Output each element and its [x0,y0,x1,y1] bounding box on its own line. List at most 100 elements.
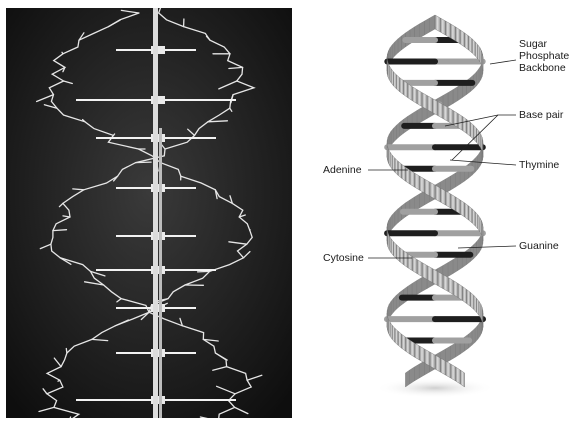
backbone-segment [389,301,391,318]
backbone-segment [463,287,467,304]
backbone-segment [469,206,473,223]
backbone-segment [440,188,445,205]
backbone-segment [425,18,430,35]
backbone-segment [402,334,406,351]
leader-guanine [458,246,516,248]
backbone-segment [477,298,479,315]
dna-helix-diagram: Sugar Phosphate Backbone Base pair Adeni… [300,0,571,423]
backbone-segment [415,173,420,190]
backbone-segment [460,200,464,217]
backbone-segment [456,367,461,384]
backbone-segment [478,322,480,339]
backbone-segment [412,257,417,274]
helix-art: Sugar Phosphate Backbone Base pair Adeni… [300,0,571,423]
backbone-segment [405,370,409,387]
backbone-segment [419,21,424,38]
backbone-segment [391,239,393,256]
backbone-segment [451,364,456,381]
backbone-segment [475,325,478,342]
backbone-segment [443,275,448,292]
backbone-segment [453,87,458,104]
backbone-segment [458,284,463,301]
backbone-segment [396,122,399,139]
backbone-segment [430,182,435,199]
backbone-segment [398,206,402,223]
backbone-segment [474,242,477,259]
backbone-segment [400,248,404,265]
backbone-segment [391,69,393,86]
leader-backbone [490,60,516,64]
backbone-segment [453,111,458,128]
backbone-segment [395,328,398,345]
backbone-segment [410,367,415,384]
backbone-segment [458,84,463,101]
backbone-segment [441,358,446,375]
backbone-segment [480,149,482,166]
backbone-segment [479,66,481,83]
label-cytosine: Cytosine [323,252,364,264]
backbone-segment [430,352,435,369]
label-thymine: Thymine [519,159,559,171]
backbone-segment [440,18,445,35]
backbone-segment [475,42,478,59]
leader-thymine [450,160,516,165]
backbone-strand-back [387,15,483,387]
backbone-segment [395,158,398,175]
backbone-segment [443,105,448,122]
backbone-segment [398,36,402,53]
backbone-segment [400,78,404,95]
backbone-segment [422,263,427,280]
backbone-segment [408,84,413,101]
backbone-segment [478,215,480,232]
backbone-segment [435,15,440,32]
backbone-segment [480,218,482,235]
backbone-segment [451,173,456,190]
backbone-segment [406,337,410,354]
backbone-segment [467,290,471,307]
backbone-segment [475,155,478,172]
backbone-segment [446,191,451,208]
backbone-segment [430,15,435,32]
backbone-segment [477,128,479,145]
backbone-segment [395,209,398,226]
backbone-segment [415,343,420,360]
label-base-pair: Base pair [519,109,564,121]
backbone-segment [445,346,450,363]
backbone-segment [479,301,481,318]
backbone-segment [438,272,443,289]
backbone-segment [446,361,451,378]
backbone-segment [404,251,408,268]
backbone-segment [396,292,399,309]
backbone-segment [391,298,393,315]
backbone-segment [470,122,473,139]
backbone-segment [420,346,425,363]
backbone-segment [453,281,458,298]
backbone-segment [446,21,451,38]
backbone-segment [448,260,453,277]
backbone-segment [432,99,437,116]
backbone-segment [479,236,481,253]
backbone-segment [396,245,399,262]
backbone-segment [392,212,395,229]
backbone-segment [472,39,475,56]
wire-branch [73,189,84,190]
backbone-segment [396,75,399,92]
backbone-segment [435,355,440,372]
backbone-segment [392,42,395,59]
backbone-segment [394,242,397,259]
backbone-segment [455,170,460,187]
backbone-segment [456,27,461,44]
backbone-segment [448,90,453,107]
backbone-segment [448,278,453,295]
backbone-segment [451,194,456,211]
backbone-segment [467,119,471,136]
backbone-segment [480,48,482,65]
backbone-segment [420,176,425,193]
backbone-segment [474,72,477,89]
backbone-segment [390,152,392,169]
backbone-segment [419,191,424,208]
wire-branch [198,271,210,272]
label-adenine: Adenine [323,164,362,176]
backbone-segment [422,93,427,110]
backbone-segment [391,128,393,145]
